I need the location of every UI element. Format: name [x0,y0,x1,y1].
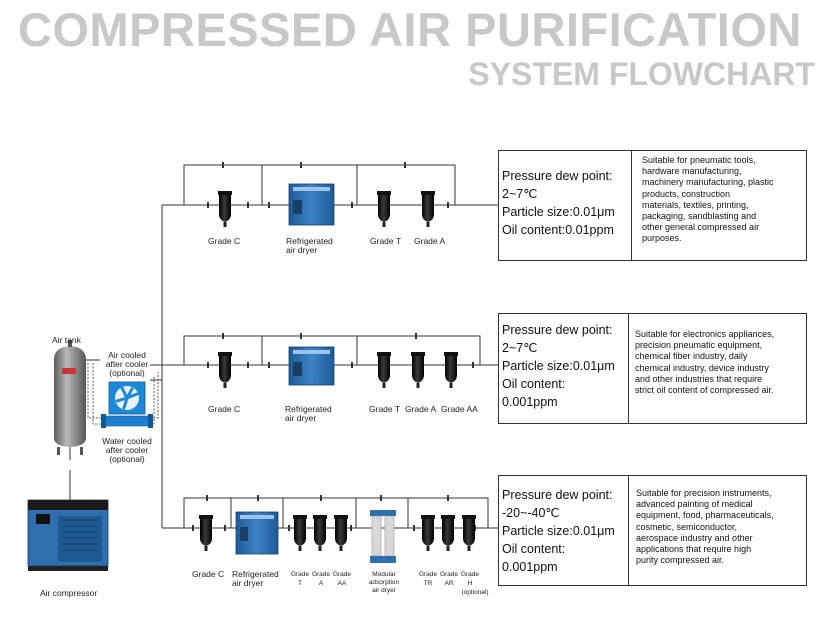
filter-grade-h-icon [462,515,476,551]
filter-grade-t-icon [377,191,391,227]
row2-grade-c-label: Grade C [208,404,241,414]
row1-spec-box: Pressure dew point: 2~7℃ Particle size:0… [498,150,807,261]
row1-grade-c-label: Grade C [208,236,241,246]
row2-spec-line: Oil content: [502,377,566,391]
air-tank-icon [54,340,86,455]
filter-grade-aa-icon [334,515,348,551]
filter-grade-ar-icon [441,515,455,551]
row1-spec-line: Oil content:0.01ppm [502,223,614,237]
row2-applications: Suitable for electronics appliances, pre… [635,329,775,396]
water-cooled-label-1: Water cooled [102,436,152,446]
row3-modular-label-3: air dryer [372,587,396,594]
row3-grade-t-label-1: Grade [290,571,310,578]
row1-dryer-label-2: air dryer [286,245,318,255]
filter-grade-c-icon [218,352,232,388]
air-cooled-after-cooler-icon [108,381,146,415]
filter-grade-aa-icon [444,352,458,388]
air-cooled-label-3: (optional) [109,368,145,378]
row3-grade-ar-label-2: AR [444,580,454,587]
row3-grade-aa-label-2: AA [337,580,347,587]
air-cooled-label-1: Air cooled [108,350,146,360]
row3-dryer-label-2: air dryer [232,578,264,588]
row2-dryer-label-2: air dryer [285,413,317,423]
row3-grade-h-label-3: (optional) [461,589,489,596]
row3-grade-tr-label-1: Grade [418,571,438,578]
row3-grade-tr-label-2: TR [423,580,433,587]
row3-modular-label-1: Modular [372,571,396,578]
row3-grade-ar-label-1: Grade [439,571,459,578]
row3-grade-a-label-2: A [318,580,324,587]
air-compressor-label: Air compressor [40,588,98,598]
row1-dryer-label-1: Refrigerated [286,236,333,246]
row1-applications: Suitable for pneumatic tools, hardware m… [642,155,774,244]
refrigerated-dryer-icon [288,183,335,226]
modular-adsorption-dryer-icon [370,510,396,563]
row2-divider [628,314,629,423]
pipes [69,164,500,529]
water-cooled-label-3: (optional) [109,454,145,464]
page-subtitle: SYSTEM FLOWCHART [468,56,815,92]
row3-grade-h-label-1: Grade [460,571,480,578]
row2-dryer-label-1: Refrigerated [285,404,332,414]
row3-spec-line: Pressure dew point: [502,488,613,502]
row2-grade-a-label: Grade A [405,404,437,414]
filter-grade-a-icon [411,352,425,388]
row3-grade-h-label-2: H [467,580,473,587]
air-cooled-label-2: after cooler [105,359,149,369]
water-cooled-label-2: after cooler [105,445,149,455]
air-compressor-icon [27,499,109,571]
row3-dryer-label-1: Refrigerated [232,569,279,579]
filter-grade-t-icon [377,352,391,388]
row3-spec-line: Oil content: [502,542,566,556]
row2-spec-line: 2~7℃ [502,341,538,355]
filter-grade-t-icon [293,515,307,551]
row2-grade-aa-label: Grade AA [441,404,478,414]
row1-divider [631,151,632,260]
row3-spec-line: Particle size:0.01μm [502,524,615,538]
filter-grade-c-icon [218,191,232,227]
row3-divider [628,476,629,585]
page-title: COMPRESSED AIR PURIFICATION [18,3,802,56]
row1-spec-line: Particle size:0.01μm [502,205,615,219]
row1-grade-a-label: Grade A [414,236,446,246]
row2-spec-box: Pressure dew point: 2~7℃ Particle size:0… [498,313,807,424]
filter-grade-c-icon [199,515,213,551]
row1-spec-line: 2~7℃ [502,187,538,201]
row2-spec-line: Particle size:0.01μm [502,359,615,373]
row3-grade-aa-label-1: Grade [332,571,352,578]
water-cooled-after-cooler-icon [101,414,153,428]
refrigerated-dryer-icon [235,511,279,555]
row2-grade-t-label: Grade T [369,404,401,414]
row3-spec-box: Pressure dew point: -20~-40℃ Particle si… [498,475,807,586]
row3-applications: Suitable for precision instruments, adva… [636,488,774,566]
row3-grade-a-label-1: Grade [311,571,331,578]
row3-grade-c-label: Grade C [192,569,225,579]
filter-grade-a-icon [421,191,435,227]
row2-spec-line: Pressure dew point: [502,323,613,337]
row1-grade-t-label: Grade T [370,236,402,246]
row3-spec-line: -20~-40℃ [502,506,560,520]
row3-spec-line: 0.001ppm [502,560,558,574]
refrigerated-dryer-icon [288,346,335,386]
air-tank-label: Air tank [52,335,81,345]
filter-grade-tr-icon [421,515,435,551]
row2-spec-line: 0.001ppm [502,395,558,409]
filter-grade-a-icon [313,515,327,551]
row3-modular-label-2: adsorption [368,579,400,586]
row1-spec-line: Pressure dew point: [502,169,613,183]
row3-grade-t-label-2: T [298,580,302,587]
